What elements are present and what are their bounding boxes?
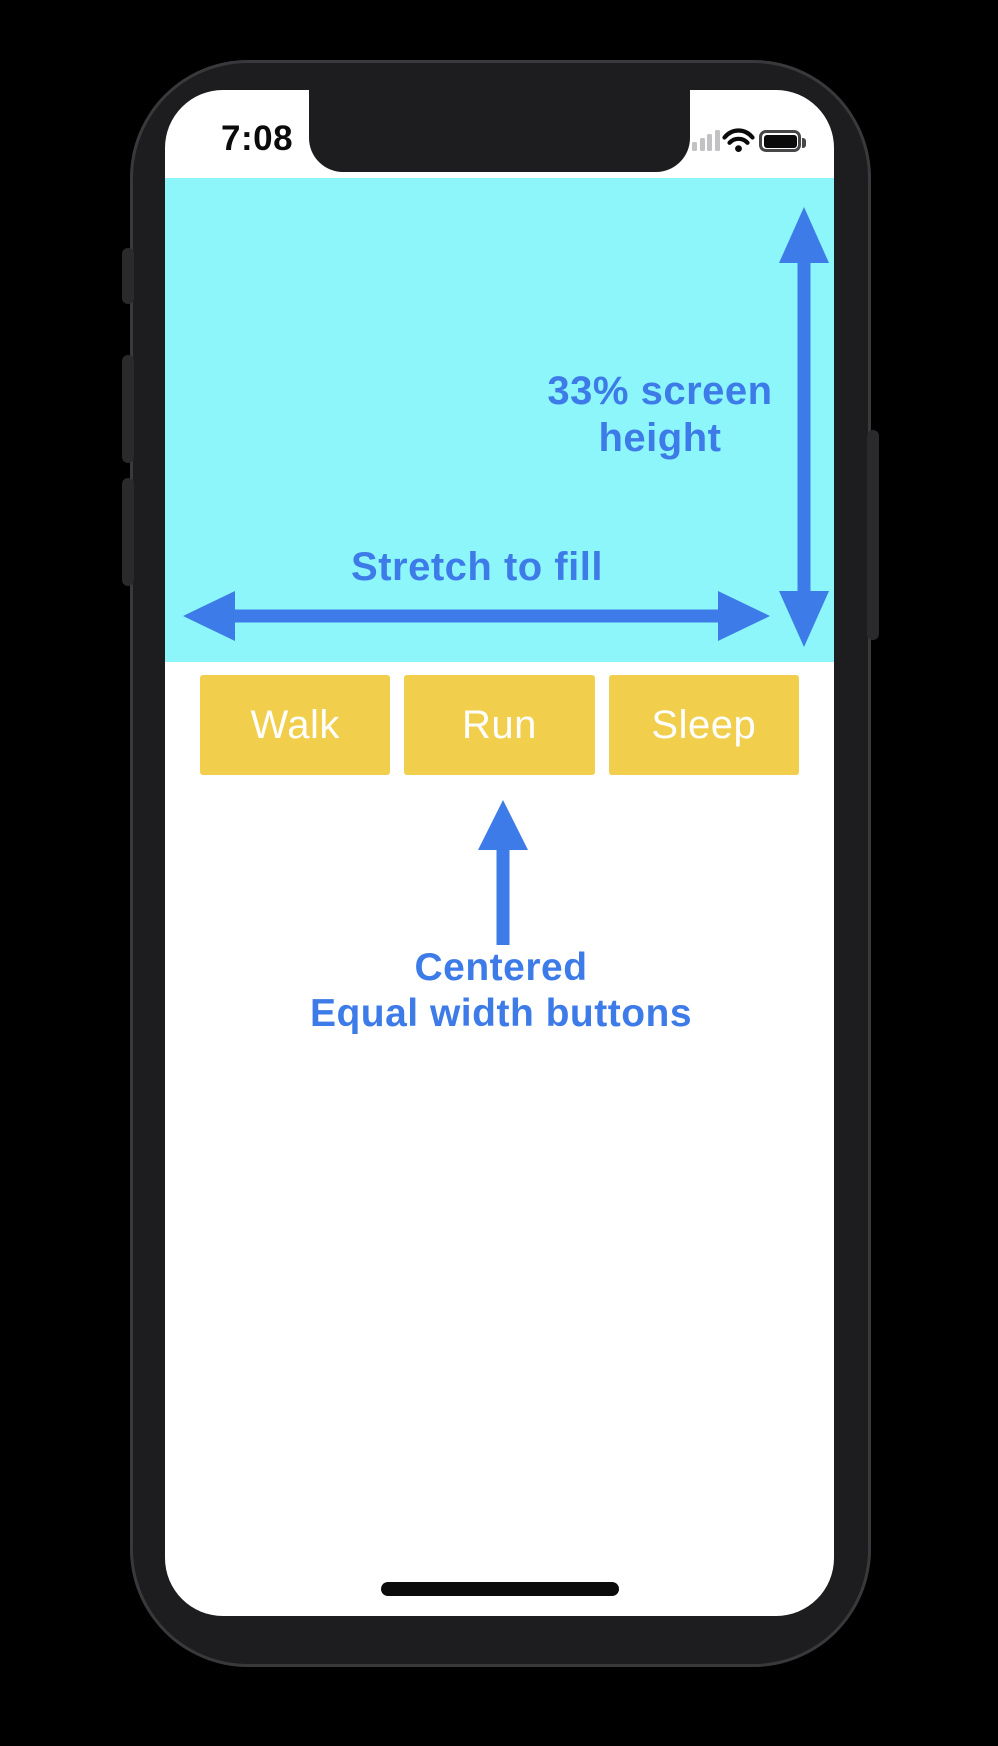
mute-switch bbox=[122, 248, 134, 304]
power-button bbox=[867, 430, 879, 640]
status-bar-time: 7:08 bbox=[221, 119, 294, 158]
height-double-arrow-icon bbox=[779, 207, 829, 647]
hero-view: 33% screen height Stretch to fill bbox=[165, 178, 834, 662]
wifi-icon bbox=[722, 128, 755, 158]
volume-down-button bbox=[122, 478, 134, 586]
sleep-button[interactable]: Sleep bbox=[608, 675, 799, 775]
width-double-arrow-icon bbox=[183, 591, 770, 641]
battery-icon bbox=[759, 130, 806, 152]
cellular-signal-icon bbox=[692, 128, 720, 151]
home-indicator[interactable] bbox=[381, 1582, 619, 1596]
buttons-annotation-line1: Centered bbox=[414, 946, 588, 989]
walk-button[interactable]: Walk bbox=[200, 675, 391, 775]
volume-up-button bbox=[122, 355, 134, 463]
iphone-frame: 7:08 33 bbox=[122, 60, 879, 1667]
notch bbox=[309, 90, 690, 172]
width-annotation: Stretch to fill bbox=[351, 545, 603, 589]
up-arrow-icon bbox=[478, 800, 528, 945]
buttons-annotation: Centered Equal width buttons bbox=[201, 945, 801, 1037]
iphone-screen: 7:08 33 bbox=[165, 90, 834, 1616]
run-button[interactable]: Run bbox=[404, 675, 595, 775]
buttons-annotation-line2: Equal width buttons bbox=[309, 992, 693, 1035]
button-row: Walk Run Sleep bbox=[200, 675, 799, 775]
height-annotation: 33% screen height bbox=[547, 369, 773, 460]
